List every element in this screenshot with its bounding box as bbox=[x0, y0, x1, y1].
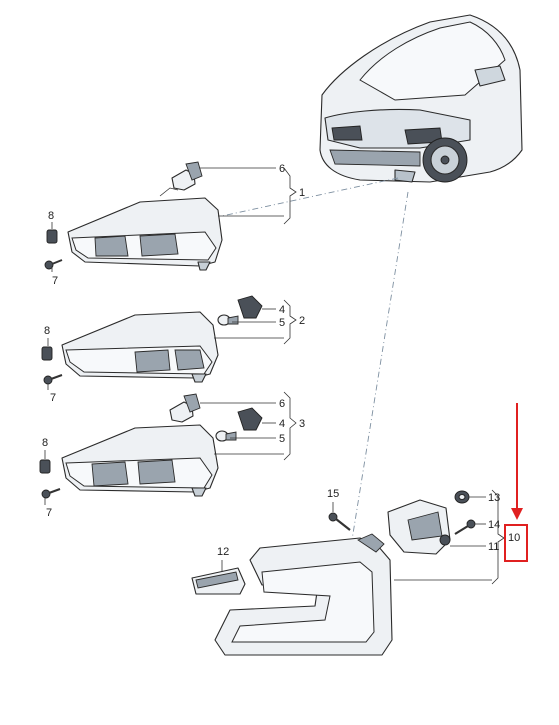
fog-lamp-assembly-1 bbox=[67, 187, 223, 271]
bracket-12[interactable] bbox=[191, 567, 246, 595]
car-illustration bbox=[319, 14, 523, 183]
clip-8-lamp-2[interactable] bbox=[41, 346, 53, 361]
callout-2: 2 bbox=[299, 315, 305, 327]
callout-7-lamp-3: 7 bbox=[46, 507, 52, 519]
highlight-box-10[interactable] bbox=[504, 524, 528, 562]
clip-8-lamp-1[interactable] bbox=[46, 229, 58, 244]
callout-11: 11 bbox=[488, 541, 499, 553]
callout-3: 3 bbox=[299, 418, 305, 430]
trim-frame-10[interactable] bbox=[214, 533, 393, 656]
callout-7-lamp-2: 7 bbox=[50, 392, 56, 404]
bulb-5-lamp-2[interactable] bbox=[217, 314, 239, 326]
clip-8-lamp-3[interactable] bbox=[39, 459, 51, 474]
leader-line-car-to-trim bbox=[351, 191, 409, 541]
callout-15: 15 bbox=[327, 488, 339, 500]
callout-6-top: 6 bbox=[279, 163, 285, 175]
bulb-socket-4-lamp-3[interactable] bbox=[237, 407, 263, 431]
callout-12: 12 bbox=[217, 546, 229, 558]
callout-6-lamp-3: 6 bbox=[279, 398, 285, 410]
callout-13: 13 bbox=[488, 492, 500, 504]
bulb-6-top[interactable] bbox=[171, 161, 203, 191]
bulb-6-lamp-3[interactable] bbox=[169, 393, 201, 423]
callout-4-lamp-3: 4 bbox=[279, 418, 285, 430]
nut-13[interactable] bbox=[454, 490, 470, 504]
bulb-5-lamp-3[interactable] bbox=[215, 430, 237, 442]
fog-lamp-assembly-3 bbox=[61, 424, 219, 497]
callout-14: 14 bbox=[488, 519, 500, 531]
fog-lamp-assembly-2 bbox=[61, 311, 219, 383]
leader-line-car-to-fog-lamp bbox=[221, 177, 399, 217]
drl-module-11[interactable] bbox=[387, 499, 451, 555]
callout-8-lamp-3: 8 bbox=[42, 437, 48, 449]
callout-4-lamp-2: 4 bbox=[279, 304, 285, 316]
callout-7-lamp-1: 7 bbox=[52, 275, 58, 287]
screw-7-lamp-2[interactable] bbox=[43, 374, 63, 385]
highlight-arrow-icon bbox=[511, 403, 523, 520]
screw-15[interactable] bbox=[328, 512, 351, 531]
callout-5-lamp-3: 5 bbox=[279, 433, 285, 445]
screw-7-lamp-3[interactable] bbox=[41, 488, 61, 499]
callout-5-lamp-2: 5 bbox=[279, 317, 285, 329]
screw-14[interactable] bbox=[454, 519, 476, 535]
screw-7-lamp-1[interactable] bbox=[44, 259, 63, 270]
callout-1: 1 bbox=[299, 187, 305, 199]
bulb-socket-4-lamp-2[interactable] bbox=[237, 295, 263, 319]
callout-8-lamp-2: 8 bbox=[44, 325, 50, 337]
callout-10: 10 bbox=[508, 532, 520, 544]
callout-8-lamp-1: 8 bbox=[48, 210, 54, 222]
leader-lines bbox=[44, 167, 505, 585]
